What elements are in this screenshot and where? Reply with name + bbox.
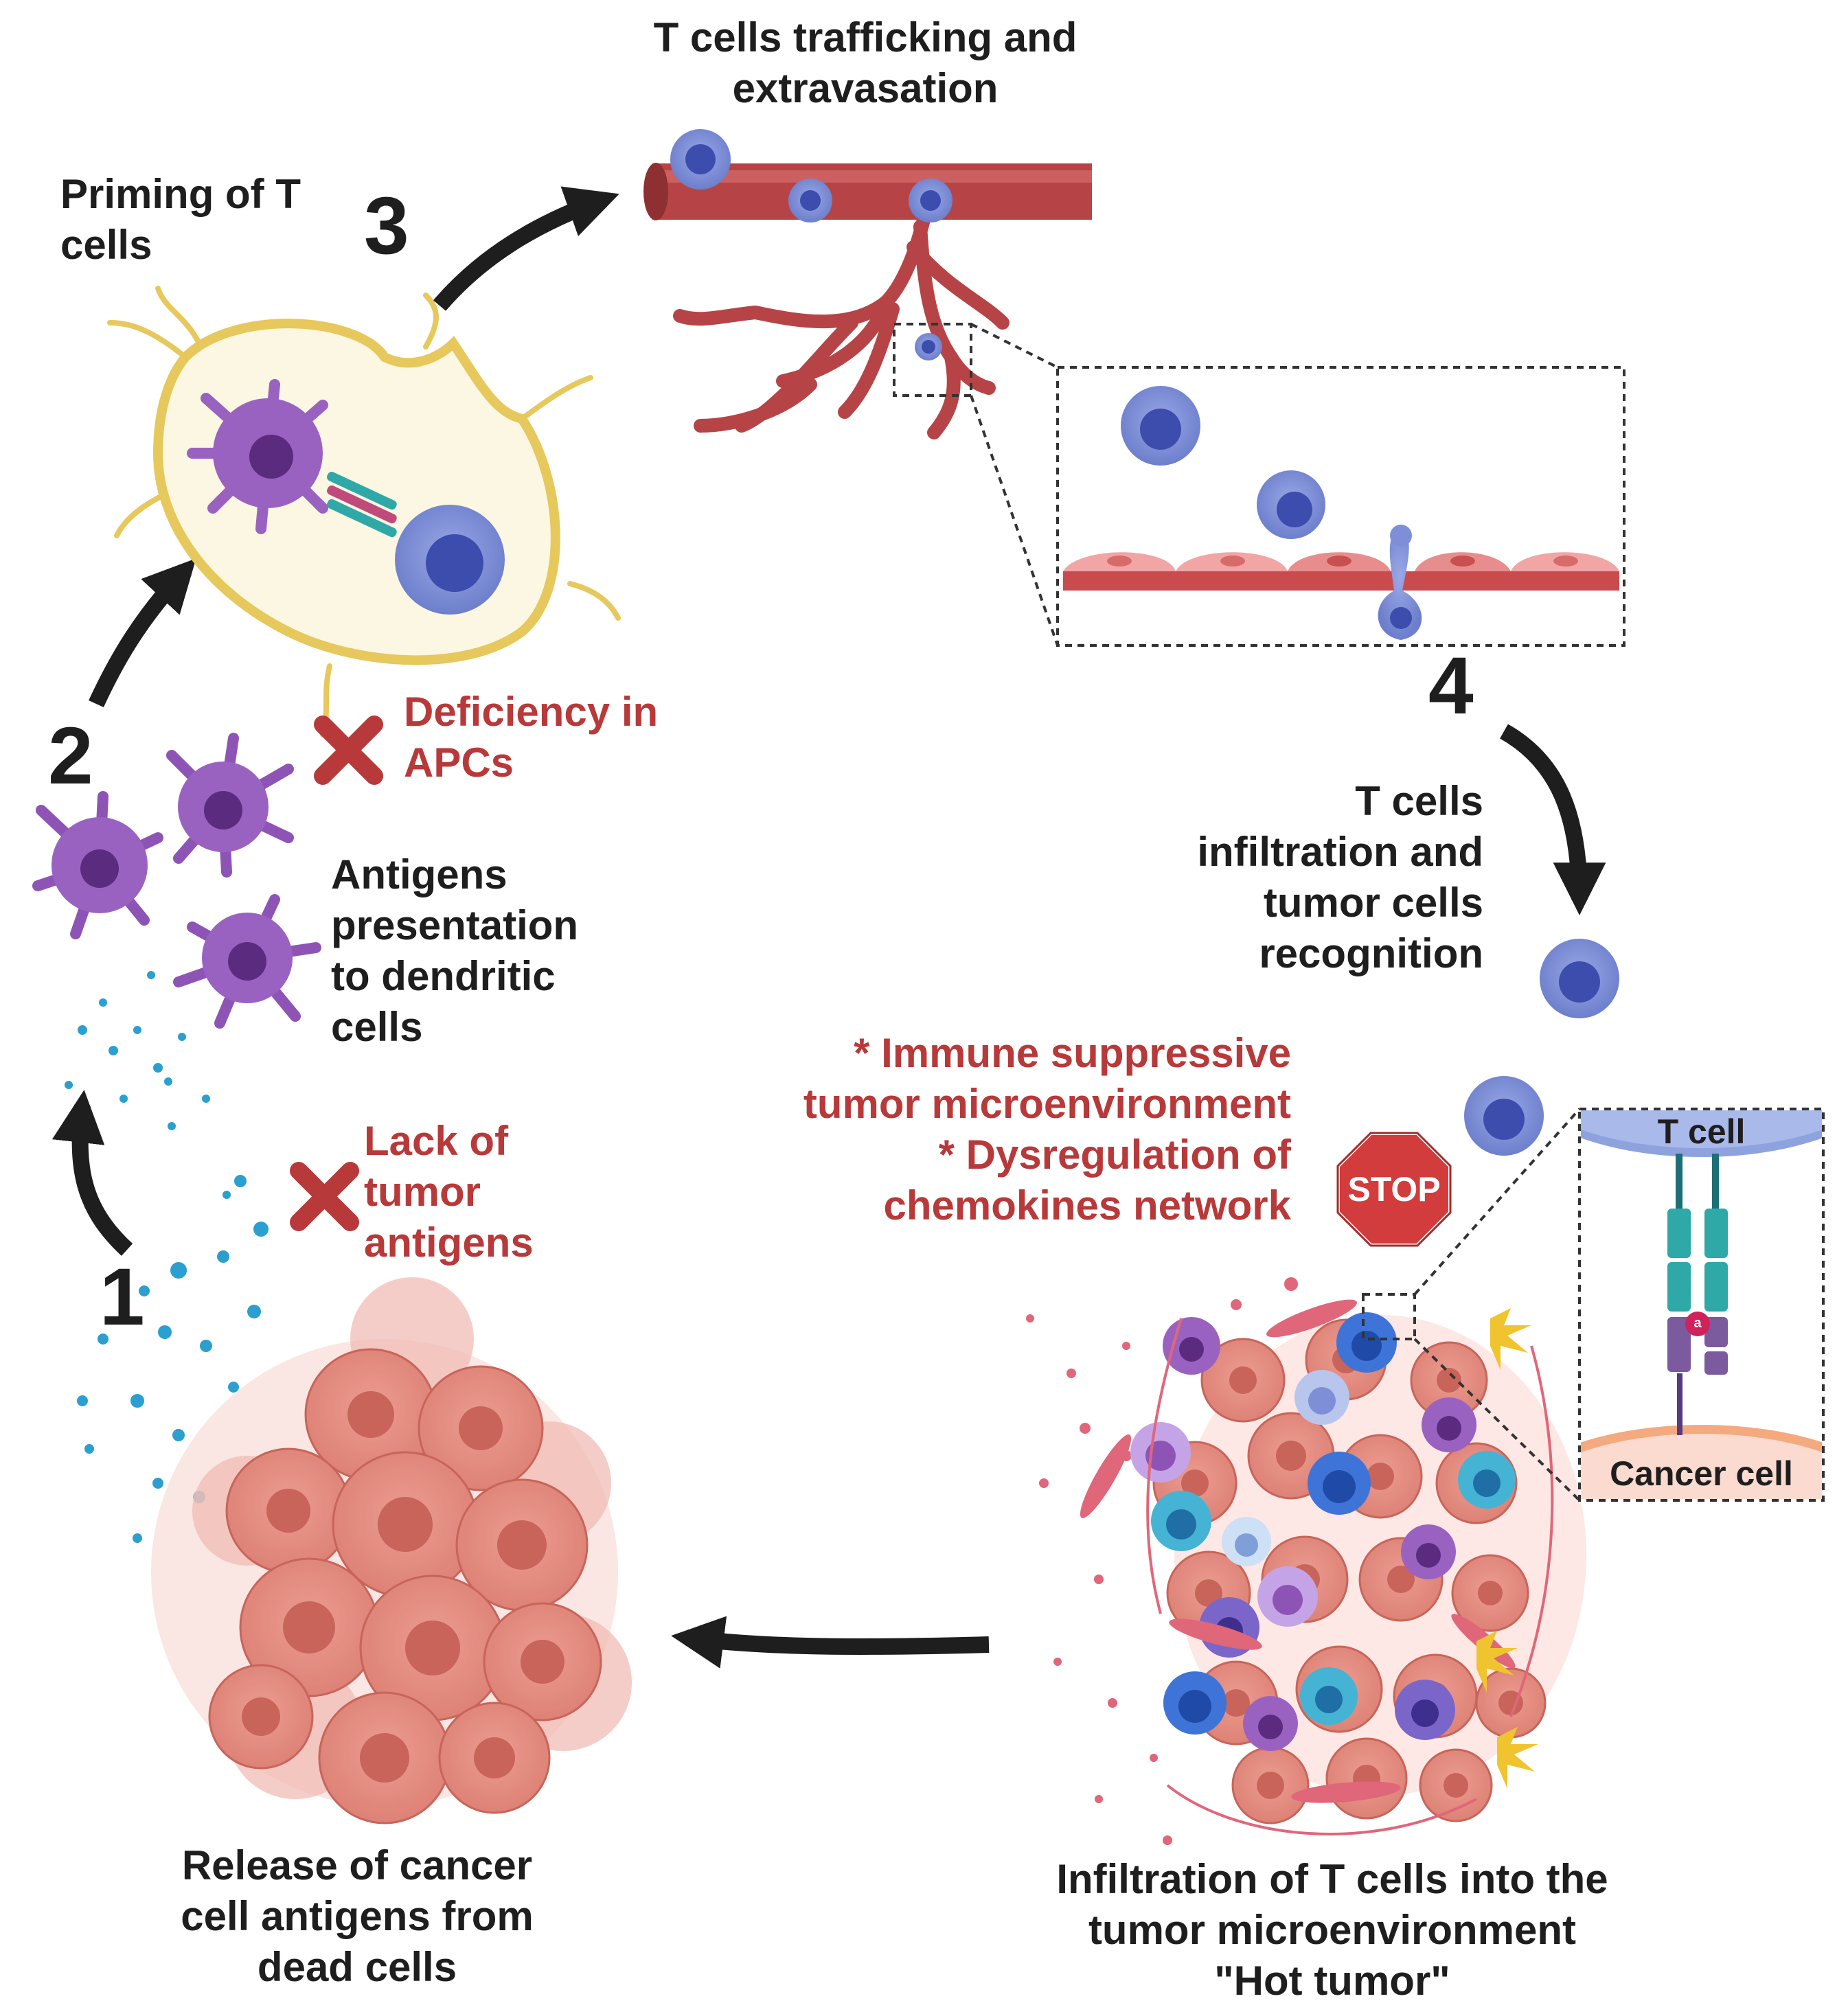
stop-sign-text: STOP: [1347, 1170, 1441, 1209]
label-antigens-presentation: Antigens presentation to dendritic cells: [331, 849, 578, 1053]
label-antigens-presentation-line-3: to dendritic: [331, 953, 556, 999]
label-hot-tumor: Infiltration of T cells into the tumor m…: [1003, 1854, 1662, 2006]
step-number-4: 4: [1428, 641, 1474, 731]
arrow-5-to-1: [671, 1616, 990, 1669]
dendritic-cell-priming: [187, 379, 328, 534]
label-immune-suppressive-line-3: * Dysregulation of: [938, 1132, 1291, 1178]
label-immune-suppressive-line-2: tumor microenvironment: [803, 1081, 1291, 1127]
label-deficiency-line-2: APCs: [404, 740, 514, 786]
label-lack-antigens-line-3: antigens: [364, 1220, 534, 1266]
label-lack-antigens: Lack of tumor antigens: [364, 1116, 534, 1268]
label-release-line-1: Release of cancer: [181, 1842, 533, 1888]
step-number-3: 3: [364, 181, 409, 271]
label-priming-line-2: cells: [60, 222, 152, 268]
label-hot-tumor-line-1: Infiltration of T cells into the: [1056, 1856, 1608, 1902]
label-immune-suppressive: * Immune suppressive tumor microenvironm…: [755, 1028, 1291, 1231]
label-antigens-presentation-line-1: Antigens: [331, 851, 507, 897]
inset-label-cancer-cell: Cancer cell: [1610, 1454, 1793, 1493]
label-antigens-presentation-line-4: cells: [331, 1004, 423, 1050]
label-hot-tumor-line-2: tumor microenvironment: [1088, 1907, 1577, 1953]
label-hot-tumor-line-3: "Hot tumor": [1214, 1958, 1450, 2004]
barrier-x-antigens: [290, 1162, 359, 1231]
blood-vessel: [643, 129, 1092, 646]
inset-label-t-cell: T cell: [1657, 1112, 1746, 1151]
label-release-line-2: cell antigens from: [181, 1893, 534, 1939]
label-immune-suppressive-line-1: * Immune suppressive: [854, 1030, 1291, 1076]
dendritic-cells: [32, 733, 321, 1029]
label-immune-suppressive-line-4: chemokines network: [883, 1182, 1291, 1228]
label-priming: Priming of T cells: [60, 169, 301, 271]
barrier-x-apcs: [314, 716, 383, 785]
extravasation-inset: [1056, 366, 1625, 647]
arrow-3-to-4: [433, 186, 619, 311]
t-cell-priming: [395, 505, 505, 615]
label-infiltration-recognition-line-3: tumor cells: [1263, 880, 1483, 926]
hot-tumor: [1026, 1108, 1586, 1845]
label-lack-antigens-line-2: tumor: [364, 1169, 481, 1215]
step-number-2: 2: [48, 711, 93, 801]
arrow-4-to-5: [1500, 724, 1606, 916]
neuron-like-cells: [1476, 1308, 1538, 1789]
cycle-arrows: [52, 186, 1606, 1669]
label-infiltration-recognition: T cells infiltration and tumor cells rec…: [1099, 776, 1483, 979]
antigen-dots: [65, 971, 269, 1543]
tcr-inset: [1578, 1108, 1825, 1502]
dying-tumor-mass: [151, 1277, 632, 1824]
arrow-2-to-3: [89, 558, 196, 708]
stop-sign: [1336, 1131, 1452, 1248]
tcr-mhc-complex: [327, 471, 397, 538]
label-trafficking: T cells trafficking and extravasation: [646, 12, 1085, 114]
label-deficiency-apcs: Deficiency in APCs: [404, 687, 658, 788]
free-t-cells: [1464, 939, 1619, 1156]
label-release-line-3: dead cells: [257, 1944, 457, 1990]
label-infiltration-recognition-line-4: recognition: [1259, 930, 1483, 976]
label-trafficking-line-2: extravasation: [732, 65, 999, 111]
label-antigens-presentation-line-2: presentation: [331, 902, 579, 948]
label-lack-antigens-line-1: Lack of: [364, 1118, 509, 1164]
lymph-node: [107, 286, 621, 737]
label-infiltration-recognition-line-1: T cells: [1355, 778, 1483, 824]
label-release: Release of cancer cell antigens from dea…: [137, 1840, 577, 1993]
inset-antigen-mark: a: [1693, 1316, 1702, 1331]
step-number-1: 1: [100, 1252, 145, 1342]
label-deficiency-line-1: Deficiency in: [404, 689, 659, 735]
label-trafficking-line-1: T cells trafficking and: [653, 14, 1077, 60]
label-infiltration-recognition-line-2: infiltration and: [1197, 829, 1483, 875]
label-priming-line-1: Priming of T: [60, 171, 301, 217]
arrow-1-to-2: [52, 1090, 133, 1256]
